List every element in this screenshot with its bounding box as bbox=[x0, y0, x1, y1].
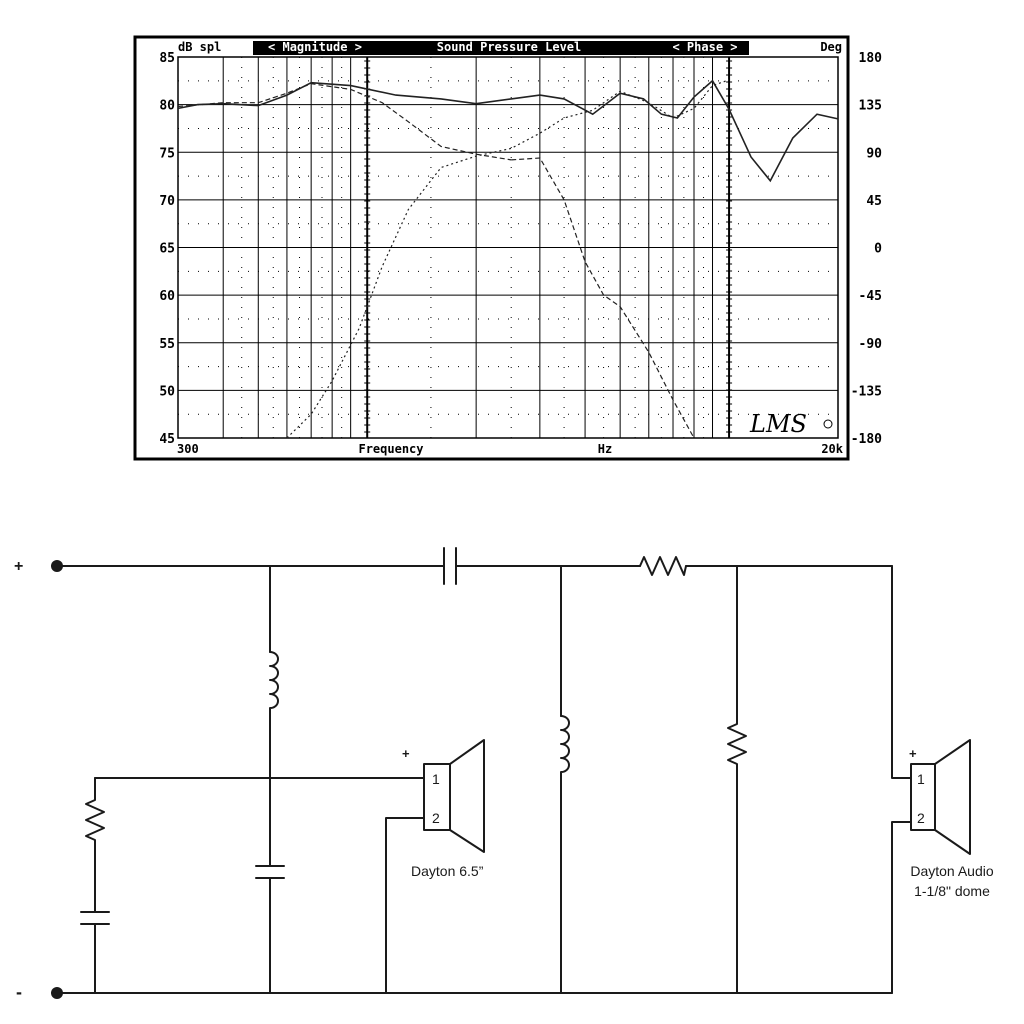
tweeter-label-line1: Dayton Audio bbox=[910, 863, 993, 879]
chart-title: Sound Pressure Level bbox=[437, 40, 582, 54]
tweeter-pin1-label: 1 bbox=[917, 771, 925, 787]
tweeter-feed-wire bbox=[891, 565, 912, 779]
series-resistor bbox=[639, 556, 687, 576]
tweeter-return-wire bbox=[891, 821, 912, 994]
crossover-schematic bbox=[56, 547, 971, 994]
y-tick-label: 85 bbox=[159, 51, 175, 66]
right-unit-label: Deg bbox=[820, 40, 842, 54]
left-unit-label: dB spl bbox=[178, 40, 221, 54]
woofer-label: Dayton 6.5” bbox=[411, 863, 484, 879]
minus-terminal-label: - bbox=[16, 982, 22, 1002]
y-tick-label: 65 bbox=[159, 242, 175, 257]
x-tick-label-end: 20k bbox=[821, 442, 843, 456]
woofer-pin2-label: 2 bbox=[432, 810, 440, 826]
series-line-2 bbox=[177, 83, 512, 161]
y-tick-label: 45 bbox=[159, 432, 175, 447]
tweeter-cone-icon bbox=[934, 739, 971, 855]
registered-icon bbox=[823, 419, 833, 429]
series-line-1 bbox=[177, 79, 839, 183]
left-tick-labels: 85 80 75 70 65 60 55 50 45 bbox=[159, 51, 175, 447]
woofer-inductor bbox=[269, 651, 279, 867]
chart-series bbox=[177, 79, 839, 439]
y-tick-label: 70 bbox=[159, 194, 175, 209]
positive-terminal bbox=[51, 560, 63, 572]
woofer-plus-label: + bbox=[402, 746, 410, 761]
x-axis-unit: Hz bbox=[598, 442, 612, 456]
y2-tick-label: 90 bbox=[866, 146, 882, 161]
zobel-capacitor bbox=[80, 911, 110, 925]
tweeter-plus-label: + bbox=[909, 746, 917, 761]
header-bar bbox=[253, 41, 749, 55]
spl-chart: dB spl < Magnitude > Sound Pressure Leve… bbox=[133, 35, 882, 461]
y2-tick-label: 0 bbox=[874, 242, 882, 257]
lms-logo: LMS bbox=[749, 410, 807, 438]
right-tick-labels: 180 135 90 45 0 -45 -90 -135 -180 bbox=[851, 51, 882, 447]
woofer-return-wire bbox=[385, 817, 425, 994]
negative-terminal bbox=[51, 987, 63, 999]
y-tick-label: 55 bbox=[159, 337, 175, 352]
y-tick-label: 60 bbox=[159, 289, 175, 304]
tweeter-shunt-inductor bbox=[560, 715, 570, 994]
y2-tick-label: -180 bbox=[851, 432, 882, 447]
woofer-shunt-capacitor bbox=[255, 865, 285, 879]
magnitude-tag: < Magnitude > bbox=[268, 40, 362, 54]
x-tick-label-start: 300 bbox=[177, 442, 199, 456]
y-tick-label: 75 bbox=[159, 146, 175, 161]
y-tick-label: 50 bbox=[159, 384, 175, 399]
woofer-cone-icon bbox=[449, 739, 485, 853]
y2-tick-label: -135 bbox=[851, 384, 882, 399]
woofer-pin1-label: 1 bbox=[432, 771, 440, 787]
y2-tick-label: -90 bbox=[859, 337, 883, 352]
y2-tick-label: 45 bbox=[866, 194, 882, 209]
zobel-resistor bbox=[85, 777, 105, 913]
plus-terminal-label: + bbox=[14, 558, 23, 575]
y2-tick-label: -45 bbox=[859, 289, 882, 304]
y2-tick-label: 180 bbox=[859, 51, 883, 66]
y2-tick-label: 135 bbox=[859, 99, 882, 114]
x-axis-label: Frequency bbox=[358, 442, 423, 456]
lpad-shunt-resistor bbox=[727, 565, 747, 994]
phase-tag: < Phase > bbox=[672, 40, 737, 54]
y-tick-label: 80 bbox=[159, 99, 175, 114]
chart-grid bbox=[178, 56, 838, 439]
tweeter-pin2-label: 2 bbox=[917, 810, 925, 826]
series-line-4 bbox=[511, 157, 695, 439]
series-capacitor bbox=[443, 547, 457, 585]
tweeter-label-line2: 1-1/8" dome bbox=[914, 883, 990, 899]
